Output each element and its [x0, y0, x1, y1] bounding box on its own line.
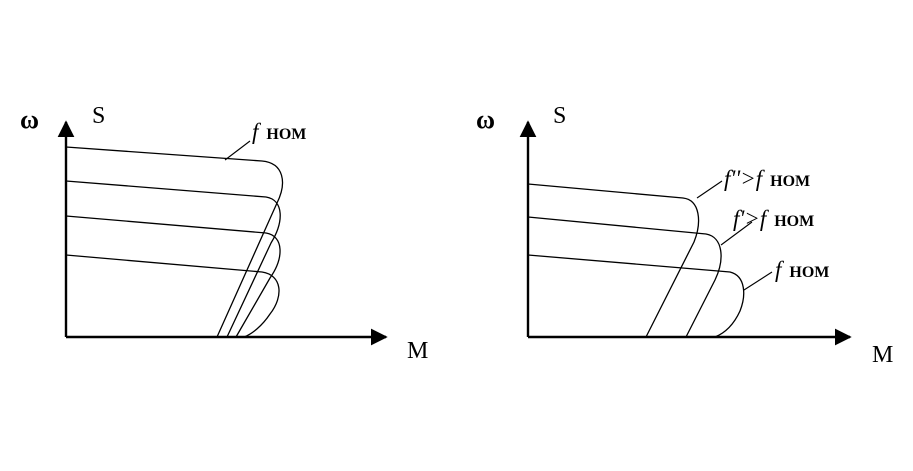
- right-leader-f2: [696, 180, 723, 199]
- right-omega-symbol: ω: [476, 105, 495, 134]
- left-leader-line: [224, 140, 251, 161]
- left-curve-1: [65, 146, 284, 338]
- right-diagram: ω S M f''>f НОМ f'>f НОМ f НОМ: [476, 103, 893, 368]
- left-s-label: S: [92, 103, 105, 129]
- left-diagram: ω S M f НОМ: [20, 103, 428, 364]
- left-omega-symbol: ω: [20, 105, 39, 134]
- right-leader-f1: [720, 221, 753, 246]
- left-f-nom-label: f НОМ: [252, 119, 306, 144]
- right-leader-fnom: [743, 271, 773, 291]
- right-curve-f1: [527, 216, 722, 338]
- left-m-label: M: [407, 338, 428, 364]
- right-f2-label: f''>f НОМ: [724, 166, 810, 191]
- left-curve-2: [65, 180, 281, 338]
- left-curve-3: [65, 215, 281, 338]
- right-fnom-label: f НОМ: [775, 257, 829, 282]
- right-curve-fnom: [527, 254, 745, 338]
- right-m-label: M: [872, 342, 893, 368]
- right-curve-f2: [527, 183, 700, 338]
- left-curve-4: [65, 254, 280, 338]
- right-s-label: S: [553, 103, 566, 129]
- right-f1-label: f'>f НОМ: [733, 206, 814, 231]
